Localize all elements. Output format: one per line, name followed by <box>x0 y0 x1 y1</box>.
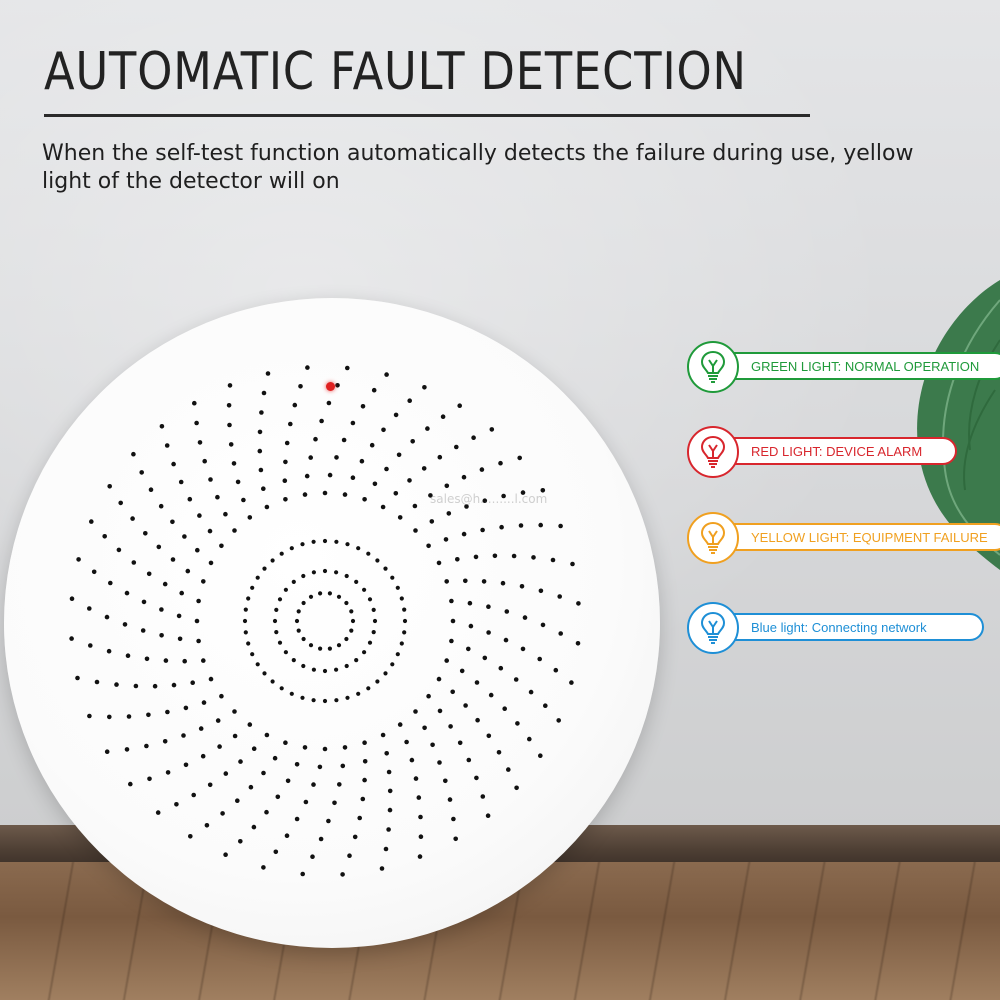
legend-yellow-label: YELLOW LIGHT: EQUIPMENT FAILURE <box>751 529 988 545</box>
lightbulb-icon <box>700 435 726 468</box>
legend-yellow-circle <box>687 512 739 564</box>
legend-green-label: GREEN LIGHT: NORMAL OPERATION <box>751 358 980 374</box>
title-underline <box>44 114 810 117</box>
detector-grille <box>69 365 581 877</box>
legend-yellow-pill: YELLOW LIGHT: EQUIPMENT FAILURE <box>717 523 1000 551</box>
legend-green-pill: GREEN LIGHT: NORMAL OPERATION <box>717 352 1000 380</box>
legend-red-circle <box>687 426 739 478</box>
legend-red-label: RED LIGHT: DEVICE ALARM <box>751 443 923 459</box>
smoke-detector <box>4 298 660 948</box>
description-text: When the self-test function automaticall… <box>42 141 914 194</box>
lightbulb-icon <box>700 350 726 383</box>
legend-red-pill: RED LIGHT: DEVICE ALARM <box>717 437 957 465</box>
legend-green-circle <box>687 341 739 393</box>
legend-blue-circle <box>687 602 739 654</box>
lightbulb-icon <box>700 611 726 644</box>
lightbulb-icon <box>700 521 726 554</box>
page-title: AUTOMATIC FAULT DETECTION <box>44 42 747 102</box>
legend-blue-label: Blue light: Connecting network <box>751 619 927 635</box>
indicator-led <box>326 382 335 391</box>
legend-blue-pill: Blue light: Connecting network <box>717 613 984 641</box>
watermark: sales@h.........l.com <box>430 492 548 506</box>
